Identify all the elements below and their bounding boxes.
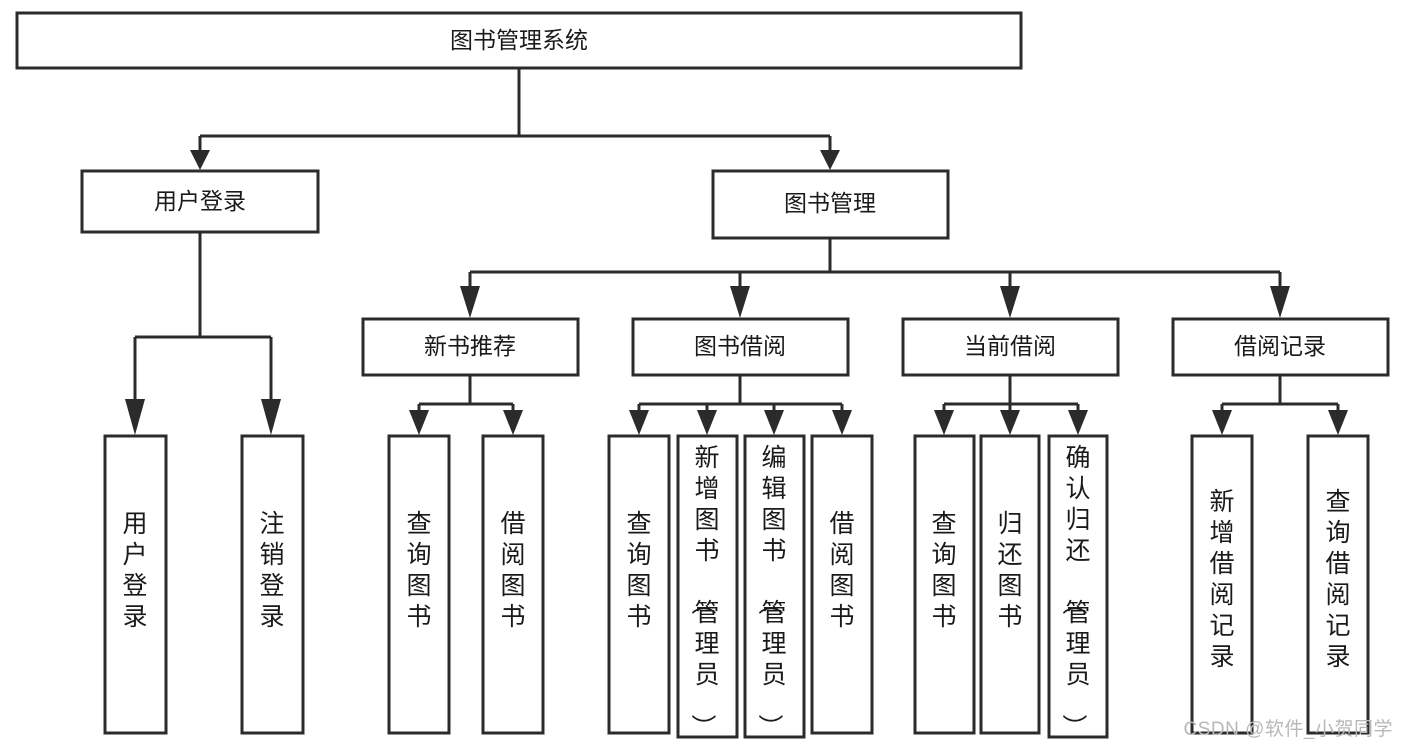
node-current-borrow-box[interactable] bbox=[901, 317, 1120, 377]
node-current-borrow-label: 当前借阅 bbox=[964, 333, 1056, 359]
node-leaf-confirm-return-admin-box[interactable] bbox=[1047, 434, 1109, 739]
node-book-borrow-box[interactable] bbox=[631, 317, 850, 377]
arrow-head-current-borrow bbox=[1000, 286, 1020, 318]
node-root-system[interactable]: 图书管理系统 bbox=[15, 11, 1023, 70]
node-book-borrow-label: 图书借阅 bbox=[694, 333, 786, 359]
node-leaf-query-book-a-box[interactable] bbox=[387, 434, 451, 735]
node-leaf-confirm-return-admin-label: 确认归还（管理员） bbox=[1059, 444, 1090, 739]
arrow-head-leaf-query-book-b bbox=[629, 410, 649, 435]
node-leaf-logout[interactable]: 注销登录 bbox=[240, 434, 305, 735]
node-book-borrow[interactable]: 图书借阅 bbox=[631, 317, 850, 377]
node-leaf-query-book-a[interactable]: 查询图书 bbox=[387, 434, 451, 735]
node-leaf-query-book-c[interactable]: 查询图书 bbox=[913, 434, 976, 735]
node-leaf-edit-book-admin[interactable]: 编辑图书（管理员） bbox=[743, 434, 806, 739]
node-leaf-add-borrow-record-label: 新增借阅记录 bbox=[1209, 488, 1234, 671]
arrow-head-leaf-return-book bbox=[1000, 410, 1020, 435]
node-leaf-return-book-box[interactable] bbox=[979, 434, 1041, 735]
arrow-head-new-book-rec bbox=[460, 286, 480, 318]
node-user-login-label: 用户登录 bbox=[154, 188, 246, 214]
node-leaf-query-book-b-box[interactable] bbox=[607, 434, 671, 735]
node-leaf-add-book-admin[interactable]: 新增图书（管理员） bbox=[676, 434, 739, 739]
node-leaf-confirm-return-admin[interactable]: 确认归还（管理员） bbox=[1047, 434, 1109, 739]
node-borrow-record[interactable]: 借阅记录 bbox=[1171, 317, 1390, 377]
node-leaf-borrow-book-b-box[interactable] bbox=[810, 434, 874, 735]
node-leaf-query-book-b-label: 查询图书 bbox=[626, 510, 651, 631]
node-leaf-query-borrow-record[interactable]: 查询借阅记录 bbox=[1306, 434, 1370, 735]
arrow-head-leaf-logout bbox=[261, 399, 281, 435]
node-leaf-query-borrow-record-label: 查询借阅记录 bbox=[1325, 488, 1350, 671]
node-leaf-query-book-c-label: 查询图书 bbox=[931, 510, 956, 631]
arrow-head-leaf-user-login bbox=[125, 399, 145, 435]
arrow-head-leaf-add-borrow-record bbox=[1212, 410, 1232, 435]
node-new-book-rec-label: 新书推荐 bbox=[424, 333, 516, 359]
node-book-mgmt[interactable]: 图书管理 bbox=[711, 169, 950, 240]
node-leaf-borrow-book-b-label: 借阅图书 bbox=[829, 510, 854, 631]
node-leaf-logout-box[interactable] bbox=[240, 434, 305, 735]
node-leaf-return-book-label: 归还图书 bbox=[997, 510, 1022, 631]
node-leaf-user-login[interactable]: 用户登录 bbox=[103, 434, 168, 735]
node-book-mgmt-label: 图书管理 bbox=[784, 190, 876, 216]
node-current-borrow[interactable]: 当前借阅 bbox=[901, 317, 1120, 377]
node-user-login[interactable]: 用户登录 bbox=[80, 169, 320, 234]
arrow-head-leaf-query-borrow-record bbox=[1328, 410, 1348, 435]
arrow-head-leaf-borrow-book-b bbox=[832, 410, 852, 435]
arrow-head-book-mgmt bbox=[820, 150, 840, 170]
node-new-book-rec[interactable]: 新书推荐 bbox=[361, 317, 580, 377]
node-leaf-query-book-a-label: 查询图书 bbox=[406, 510, 431, 631]
node-book-mgmt-box[interactable] bbox=[711, 169, 950, 240]
node-leaf-add-borrow-record-box[interactable] bbox=[1190, 434, 1254, 735]
node-leaf-return-book[interactable]: 归还图书 bbox=[979, 434, 1041, 735]
node-root-system-label: 图书管理系统 bbox=[450, 27, 588, 53]
node-borrow-record-box[interactable] bbox=[1171, 317, 1390, 377]
arrow-head-book-borrow bbox=[730, 286, 750, 318]
node-root-system-box[interactable] bbox=[15, 11, 1023, 70]
arrow-head-borrow-record bbox=[1270, 286, 1290, 318]
arrow-head-leaf-add-book-admin bbox=[697, 410, 717, 435]
node-leaf-borrow-book-a-label: 借阅图书 bbox=[500, 510, 525, 631]
arrow-head-leaf-query-book-a bbox=[409, 410, 429, 435]
node-leaf-user-login-label: 用户登录 bbox=[122, 510, 147, 631]
node-leaf-borrow-book-a[interactable]: 借阅图书 bbox=[481, 434, 545, 735]
node-leaf-edit-book-admin-label: 编辑图书（管理员） bbox=[755, 444, 786, 739]
node-new-book-rec-box[interactable] bbox=[361, 317, 580, 377]
node-leaf-query-borrow-record-box[interactable] bbox=[1306, 434, 1370, 735]
node-leaf-borrow-book-b[interactable]: 借阅图书 bbox=[810, 434, 874, 735]
connectors bbox=[125, 68, 1348, 435]
node-leaf-query-book-b[interactable]: 查询图书 bbox=[607, 434, 671, 735]
node-leaf-user-login-box[interactable] bbox=[103, 434, 168, 735]
node-leaf-logout-label: 注销登录 bbox=[259, 510, 284, 631]
arrow-head-user-login bbox=[190, 150, 210, 170]
node-user-login-box[interactable] bbox=[80, 169, 320, 234]
node-leaf-borrow-book-a-box[interactable] bbox=[481, 434, 545, 735]
node-leaf-add-book-admin-box[interactable] bbox=[676, 434, 739, 739]
arrow-head-leaf-borrow-book-a bbox=[503, 410, 523, 435]
arrow-head-leaf-confirm-return-admin bbox=[1068, 410, 1088, 435]
node-leaf-add-borrow-record[interactable]: 新增借阅记录 bbox=[1190, 434, 1254, 735]
node-leaf-add-book-admin-label: 新增图书（管理员） bbox=[688, 444, 719, 739]
node-leaf-edit-book-admin-box[interactable] bbox=[743, 434, 806, 739]
arrow-head-leaf-edit-book-admin bbox=[764, 410, 784, 435]
arrow-head-leaf-query-book-c bbox=[934, 410, 954, 435]
node-borrow-record-label: 借阅记录 bbox=[1234, 333, 1326, 359]
node-leaf-query-book-c-box[interactable] bbox=[913, 434, 976, 735]
